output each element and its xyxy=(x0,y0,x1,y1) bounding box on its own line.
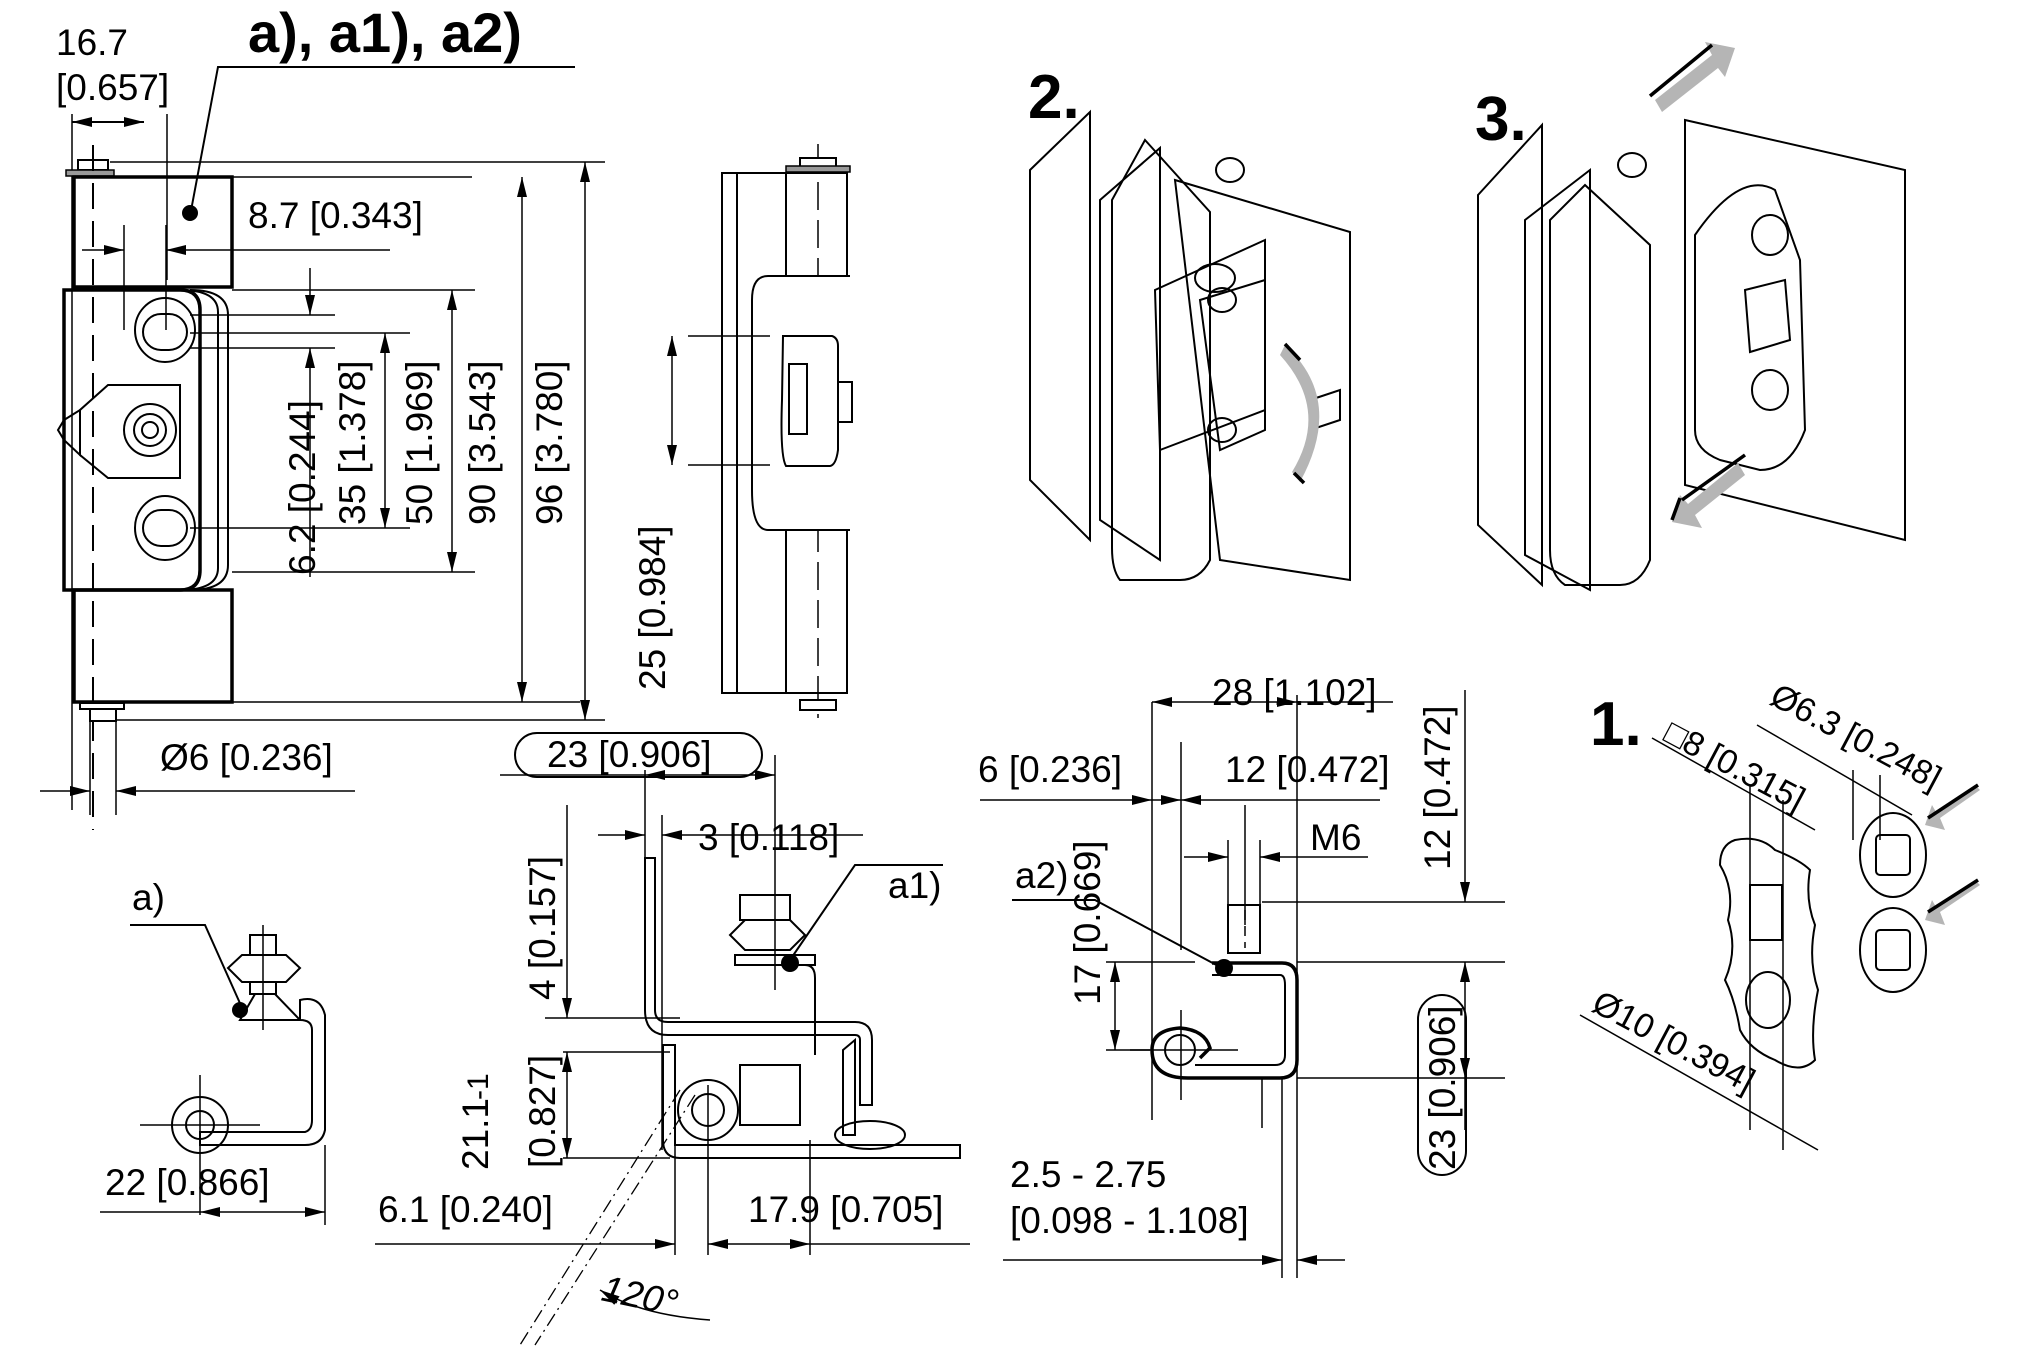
dim-offset: 8.7 [0.343] xyxy=(248,195,423,236)
dim-width-top-in: [0.657] xyxy=(56,67,169,108)
dim-thickness: 3 [0.118] xyxy=(698,817,839,858)
step-1-illustration: 1. □8 [0.315] Ø6.3 [0.248] Ø10 [0.394] xyxy=(1579,677,1980,1151)
dim-height-nominal: 21.1 xyxy=(455,1098,496,1170)
dim-square-hole: □8 [0.315] xyxy=(1658,714,1811,819)
callout-title: a), a1), a2) xyxy=(248,1,522,64)
dim-reach: 22 [0.866] xyxy=(105,1162,270,1203)
dim-plate-inner: 50 [1.969] xyxy=(399,360,440,525)
dim-hole-pitch: 35 [1.378] xyxy=(332,360,373,525)
dim-offset-right: 17.9 [0.705] xyxy=(748,1189,943,1230)
reference-dim-box xyxy=(514,732,763,778)
dim-height-tolerance: -1 xyxy=(462,1073,495,1100)
dim-nut-span: 25 [0.984] xyxy=(632,525,673,690)
dim-overall-height: 96 [3.780] xyxy=(529,360,570,525)
dim-plate-height: 90 [3.543] xyxy=(462,360,503,525)
dim-leaf-width: 23 [0.906] xyxy=(547,734,712,775)
dim-opening-angle: 120° xyxy=(598,1268,681,1324)
dim-sheet-range: 2.5 - 2.75 xyxy=(1010,1154,1166,1195)
dim-edge-offset: 6 [0.236] xyxy=(978,749,1122,790)
dim-overall-width: 28 [1.102] xyxy=(1212,672,1377,713)
section-a: a) 22 [0.866] xyxy=(100,877,326,1225)
step-2-label: 2. xyxy=(1028,63,1080,132)
leader-dot xyxy=(182,205,198,221)
title-leader xyxy=(189,66,575,217)
dim-pin-diameter: Ø6 [0.236] xyxy=(160,737,333,778)
section-a1: 23 [0.906] 3 [0.118] a1) 120° 4 [0.157] xyxy=(375,732,970,1346)
step-1-label: 1. xyxy=(1590,690,1642,759)
callout-a1: a1) xyxy=(888,865,941,906)
dim-pin-to-bracket: 17 [0.669] xyxy=(1067,840,1108,1005)
dim-sheet-range-in: [0.098 - 1.108] xyxy=(1010,1200,1249,1241)
step-3-illustration: 3. xyxy=(1475,42,1906,592)
reference-dim-box-vertical xyxy=(1417,994,1467,1176)
dim-bracket-height: 23 [0.906] xyxy=(1422,1005,1463,1170)
dim-bolt-offset: 12 [0.472] xyxy=(1225,749,1390,790)
front-view: 16.7 [0.657] 8.7 [0.343] xyxy=(40,22,605,830)
step-3-label: 3. xyxy=(1475,85,1527,154)
section-a2: 28 [1.102] 6 [0.236] 12 [0.472] M6 a2) xyxy=(978,672,1505,1278)
dim-width-top: 16.7 xyxy=(56,22,128,63)
dim-slot: 6.2 [0.244] xyxy=(282,400,323,575)
dim-thread: M6 xyxy=(1310,817,1361,858)
dim-bolt-height: 12 [0.472] xyxy=(1417,705,1458,870)
dim-offset-left: 6.1 [0.240] xyxy=(378,1189,553,1230)
side-view: 25 [0.984] xyxy=(632,144,853,718)
dim-pin-hole: Ø10 [0.394] xyxy=(1586,984,1761,1101)
callout-a2: a2) xyxy=(1015,855,1068,896)
dim-lip: 4 [0.157] xyxy=(522,856,563,1000)
step-2-illustration: 2. xyxy=(1028,63,1351,582)
dim-height-in: [0.827] xyxy=(522,1055,563,1168)
callout-a: a) xyxy=(132,877,165,918)
